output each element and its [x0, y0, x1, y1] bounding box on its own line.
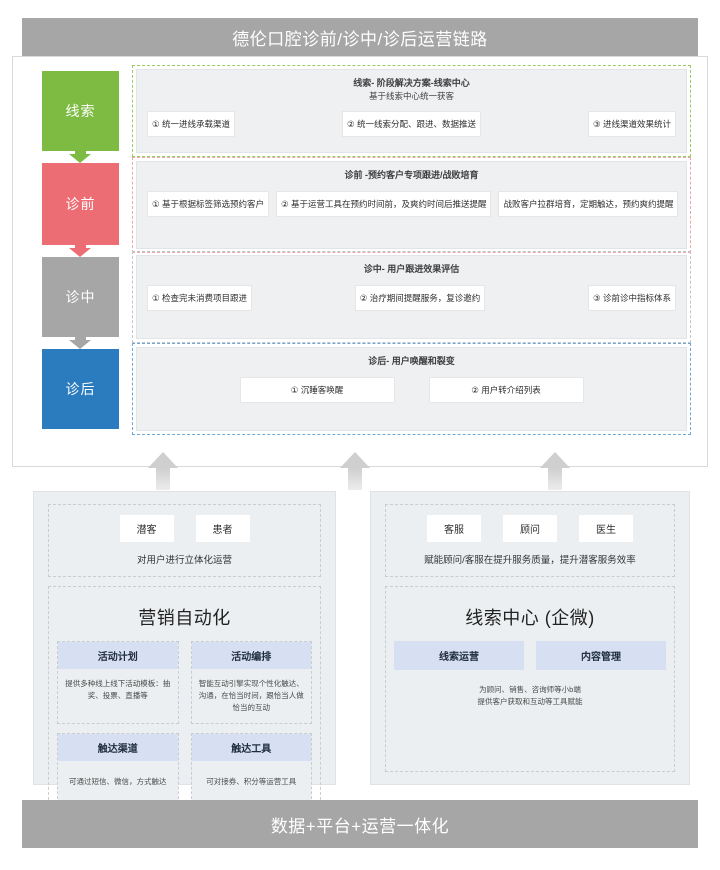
audience-role-note: 对用户进行立体化运营	[136, 555, 232, 566]
stage-item-chip[interactable]: ③ 诊前诊中指标体系	[588, 285, 676, 311]
stage-down-arrow-icon-2	[69, 337, 92, 349]
feature-card-activity-plan[interactable]: 活动计划 提供多种线上线下活动模板：抽奖、投票、直播等	[57, 641, 179, 724]
stage-panel-inner: 线索- 阶段解决方案-线索中心基于线索中心统一获客 ① 统一进线承载渠道 ② 统一线…	[136, 69, 687, 153]
page-footer-banner: 数据+平台+运营一体化	[22, 800, 698, 848]
stage-panel-0: 线索- 阶段解决方案-线索中心基于线索中心统一获客 ① 统一进线承载渠道 ② 统一线…	[132, 65, 691, 157]
stage-item-chip[interactable]: ① 统一进线承载渠道	[147, 111, 235, 137]
stage-label: 诊中	[65, 289, 96, 305]
staff-role-row: 客服 顾问 医生	[394, 515, 666, 542]
staff-role-note: 赋能顾问/客服在提升服务质量，提升潜客服务效率	[424, 555, 636, 566]
stage-panel-inner: 诊后- 用户唤醒和裂变 ① 沉睡客唤醒 ② 用户转介绍列表	[136, 347, 687, 431]
stage-label: 诊后	[65, 381, 96, 397]
stage-chip-0[interactable]: 线索	[42, 71, 119, 151]
stage-item-chip[interactable]: ① 检查完未消费项目跟进	[147, 285, 252, 311]
feature-card-activity-orchestration[interactable]: 活动编排 智能互动引擎实现个性化触达、沟通，在恰当时间，跟恰当人做恰当的互动	[190, 641, 312, 724]
stage-item-chip[interactable]: 战败客户拉群培育，定期触达，预约爽约提醒	[498, 191, 679, 217]
stage-item-chip[interactable]: ① 沉睡客唤醒	[239, 377, 395, 403]
role-chip-qianke[interactable]: 潜客	[119, 515, 174, 542]
lead-center-note-line: 为顾问、销售、咨询师等小b端	[479, 685, 581, 694]
stage-panel-title: 诊后- 用户唤醒和裂变	[368, 356, 455, 366]
marketing-feature-grid: 活动计划 提供多种线上线下活动模板：抽奖、投票、直播等 活动编排 智能互动引擎实…	[57, 641, 312, 804]
feed-up-arrow-icon-2	[540, 452, 570, 490]
pill-lead-operation[interactable]: 线索运营	[394, 641, 524, 670]
stage-panel-2: 诊中- 用户跟进效果评估 ① 检查完未消费项目跟进 ② 治疗期间提醒服务，复诊邀约 ③…	[132, 251, 691, 343]
marketing-automation-heading: 营销自动化	[138, 608, 231, 628]
feed-up-arrow-icon-1	[340, 452, 370, 490]
stage-chip-3[interactable]: 诊后	[42, 349, 119, 429]
pill-content-management[interactable]: 内容管理	[536, 641, 666, 670]
footer-title: 数据+平台+运营一体化	[270, 816, 450, 836]
feature-title: 触达工具	[191, 734, 311, 761]
feature-description: 可对接券、积分等运营工具	[191, 761, 311, 803]
stage-item-chip[interactable]: ③ 进线渠道效果统计	[588, 111, 676, 137]
role-chip-guwen[interactable]: 顾问	[503, 515, 557, 542]
stage-panel-3: 诊后- 用户唤醒和裂变 ① 沉睡客唤醒 ② 用户转介绍列表	[132, 343, 691, 435]
stage-item-chip[interactable]: ② 治疗期间提醒服务，复诊邀约	[354, 285, 486, 311]
stage-panel-title: 诊前 -预约客户专项跟进/战败培育	[344, 170, 479, 180]
stage-panel-title: 诊中- 用户跟进效果评估	[363, 264, 460, 274]
stage-label: 诊前	[65, 196, 96, 212]
feature-card-reach-channel[interactable]: 触达渠道 可通过短信、微信，方式触达	[57, 733, 179, 804]
feature-title: 活动计划	[58, 642, 178, 669]
stage-down-arrow-icon-1	[69, 245, 92, 257]
stage-chip-2[interactable]: 诊中	[42, 257, 119, 337]
stage-panel-subtitle: 基于线索中心统一获客	[368, 91, 454, 101]
marketing-automation-box: 营销自动化 活动计划 提供多种线上线下活动模板：抽奖、投票、直播等 活动编排 智…	[48, 586, 321, 815]
stage-item-chip[interactable]: ① 基于根据标签筛选预约客户	[147, 191, 269, 217]
role-chip-kefu[interactable]: 客服	[427, 515, 481, 542]
marketing-automation-panel: 潜客 患者 对用户进行立体化运营 营销自动化 活动计划 提供多种线上线下活动模板…	[33, 491, 336, 815]
lead-center-panel: 客服 顾问 医生 赋能顾问/客服在提升服务质量，提升潜客服务效率 线索中心 (企…	[370, 491, 690, 785]
stage-panel-title: 线索- 阶段解决方案-线索中心	[353, 78, 470, 88]
audience-roles-box: 潜客 患者 对用户进行立体化运营	[48, 504, 321, 577]
role-chip-yisheng[interactable]: 医生	[579, 515, 633, 542]
feature-title: 活动编排	[191, 642, 311, 669]
feature-description: 提供多种线上线下活动模板：抽奖、投票、直播等	[58, 669, 178, 711]
lead-center-box: 线索中心 (企微) 线索运营 内容管理 为顾问、销售、咨询师等小b端提供客户获取…	[385, 586, 675, 772]
feature-description: 智能互动引擎实现个性化触达、沟通，在恰当时间，跟恰当人做恰当的互动	[191, 669, 311, 723]
feature-card-reach-tool[interactable]: 触达工具 可对接券、积分等运营工具	[190, 733, 312, 804]
role-chip-huanzhe[interactable]: 患者	[195, 515, 250, 542]
operation-flow-frame: 线索 线索- 阶段解决方案-线索中心基于线索中心统一获客 ① 统一进线承载渠道 ② 统…	[12, 56, 708, 467]
stage-chip-1[interactable]: 诊前	[42, 163, 119, 245]
stage-item-row: ① 沉睡客唤醒 ② 用户转介绍列表	[147, 377, 676, 403]
stage-item-chip[interactable]: ② 基于运营工具在预约时间前，及爽约时间后推送提醒	[275, 191, 492, 217]
stage-item-row: ① 统一进线承载渠道 ② 统一线索分配、跟进、数据推送 ③ 进线渠道效果统计	[147, 111, 676, 137]
staff-roles-box: 客服 顾问 医生 赋能顾问/客服在提升服务质量，提升潜客服务效率	[385, 504, 675, 577]
page-title: 德伦口腔诊前/诊中/诊后运营链路	[232, 29, 488, 49]
lead-center-heading: 线索中心 (企微)	[465, 608, 595, 628]
audience-role-row: 潜客 患者	[57, 515, 312, 542]
stage-item-chip[interactable]: ② 用户转介绍列表	[428, 377, 584, 403]
stage-item-chip[interactable]: ② 统一线索分配、跟进、数据推送	[342, 111, 481, 137]
stage-item-row: ① 检查完未消费项目跟进 ② 治疗期间提醒服务，复诊邀约 ③ 诊前诊中指标体系	[147, 285, 676, 311]
feature-title: 触达渠道	[58, 734, 178, 761]
lead-center-note-line: 提供客户获取和互动等工具赋能	[477, 697, 583, 706]
stage-down-arrow-icon-0	[69, 151, 92, 163]
stage-label: 线索	[65, 103, 96, 119]
lead-center-pill-row: 线索运营 内容管理	[394, 641, 666, 670]
page-header-banner: 德伦口腔诊前/诊中/诊后运营链路	[22, 18, 698, 56]
lead-center-note: 为顾问、销售、咨询师等小b端提供客户获取和互动等工具赋能	[394, 684, 666, 708]
feed-up-arrow-icon-0	[148, 452, 178, 490]
feature-description: 可通过短信、微信，方式触达	[58, 761, 178, 803]
stage-panel-inner: 诊中- 用户跟进效果评估 ① 检查完未消费项目跟进 ② 治疗期间提醒服务，复诊邀约 ③…	[136, 255, 687, 339]
